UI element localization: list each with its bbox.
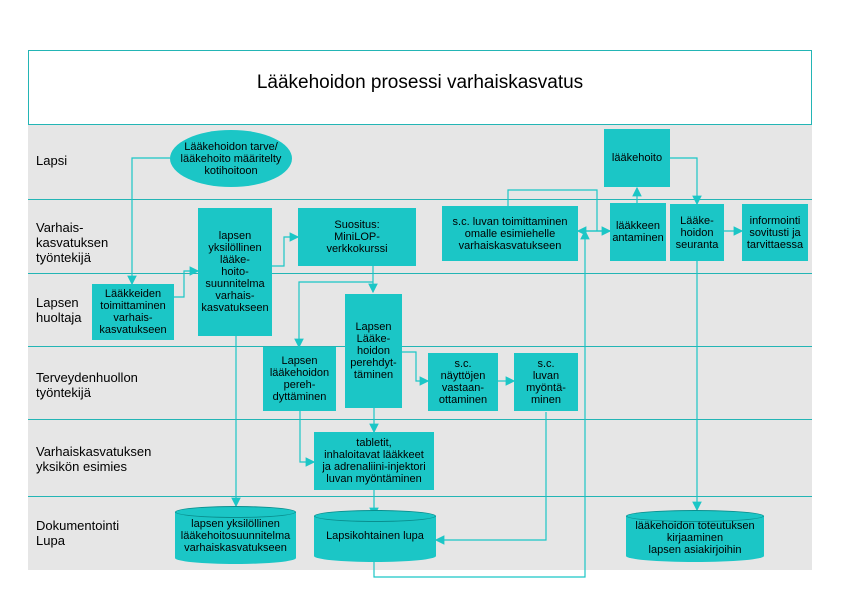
node-laakehoito: lääkehoito xyxy=(604,129,670,187)
node-laakehoitosuunnitelma: lapsen yksilöllinen lääke- hoito- suunni… xyxy=(198,208,272,336)
node-luvan-myontaminen: s.c. luvan myöntä- minen xyxy=(514,353,578,411)
node-esimies-luvan-myontaminen: tabletit, inhaloitavat lääkkeet ja adren… xyxy=(314,432,434,490)
node-lapsen-laakehoidon-perehdyttaminen: Lapsen Lääke- hoidon perehdyt- täminen xyxy=(345,294,402,408)
node-sc-luvan-toimittaminen: s.c. luvan toimittaminen omalle esimiehe… xyxy=(442,206,578,261)
node-suositus-minilop: Suositus: MiniLOP- verkkokurssi xyxy=(298,208,416,266)
lane-label-varhaiskasvatuksen-tyontekija: Varhais- kasvatuksen työntekijä xyxy=(36,220,109,265)
lane-lapsi xyxy=(28,124,812,199)
doc-lapsikohtainen-lupa-text: Lapsikohtainen lupa xyxy=(326,530,424,542)
lane-label-yksikon-esimies: Varhaiskasvatuksen yksikön esimies xyxy=(36,444,152,474)
diagram-title: Lääkehoidon prosessi varhaiskasvatus xyxy=(256,72,584,93)
lane-label-terveydenhuollon-tyontekija: Terveydenhuollon työntekijä xyxy=(36,370,138,400)
node-laakkeiden-toimittaminen: Lääkkeiden toimittaminen varhais- kasvat… xyxy=(92,284,174,340)
node-informointi: informointi sovitusti ja tarvittaessa xyxy=(742,204,808,261)
lane-label-lapsi: Lapsi xyxy=(36,153,68,168)
node-laakkeen-antaminen: lääkkeen antaminen xyxy=(610,203,666,261)
node-laakehoidon-seuranta: Lääke- hoidon seuranta xyxy=(670,204,724,261)
doc-kirjaaminen-text: lääkehoidon toteutuksen kirjaaminen laps… xyxy=(635,520,755,556)
lane-terveydenhuollon-tyontekija xyxy=(28,346,812,419)
lane-label-dokumentointi-lupa: Dokumentointi Lupa xyxy=(36,518,120,548)
doc-kirjaaminen: lääkehoidon toteutuksen kirjaaminen laps… xyxy=(626,510,764,562)
lane-label-lapsen-huoltaja: Lapsen huoltaja xyxy=(36,295,82,325)
doc-laakehoitosuunnitelma-text: lapsen yksilöllinen lääkehoitosuunnitelm… xyxy=(180,518,291,554)
node-laakehoidon-tarve: Lääkehoidon tarve/ lääkehoito määritelty… xyxy=(170,130,292,187)
doc-lapsikohtainen-lupa: Lapsikohtainen lupa xyxy=(314,510,436,562)
node-nayttojen-vastaanottaminen: s.c. näyttöjen vastaan- ottaminen xyxy=(428,353,498,411)
doc-laakehoitosuunnitelma: lapsen yksilöllinen lääkehoitosuunnitelm… xyxy=(175,506,296,564)
node-th-perehdyttaminen: Lapsen lääkehoidon pereh- dyttäminen xyxy=(263,347,336,411)
